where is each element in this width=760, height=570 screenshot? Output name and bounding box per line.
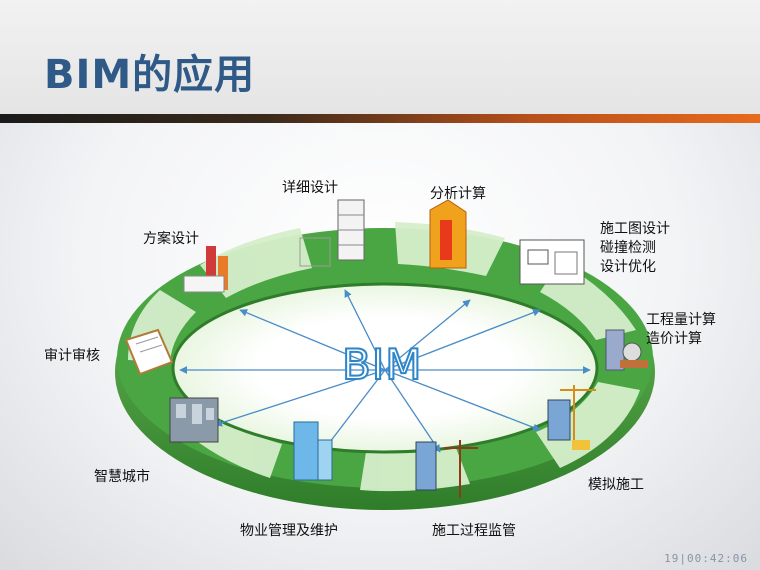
title-divider — [0, 114, 760, 123]
stage-label-simulation: 模拟施工 — [588, 477, 644, 493]
stage-label-clash-detection: 碰撞检测 — [600, 240, 656, 256]
simulation-construction-icon — [547, 385, 596, 450]
stage-label-cost-calc: 造价计算 — [646, 331, 702, 347]
detailed-design-building-icon — [299, 199, 365, 267]
slide-footer: 19|00:42:06 — [664, 552, 748, 565]
analysis-building-icon — [429, 199, 467, 269]
stage-label-smart-city: 智慧城市 — [94, 469, 150, 485]
title-band — [0, 0, 760, 118]
construction-drawing-icon — [519, 239, 585, 285]
stage-label-audit: 审计审核 — [44, 348, 100, 364]
smart-city-icon — [169, 397, 219, 443]
audit-document-icon — [124, 328, 174, 376]
stage-label-analysis: 分析计算 — [430, 186, 486, 202]
stage-label-detailed-design: 详细设计 — [282, 180, 338, 196]
quantity-calc-icon — [605, 329, 648, 371]
bim-center-label: BIM — [341, 339, 423, 390]
stage-label-construction-drawing: 施工图设计 — [600, 221, 670, 237]
stage-label-quantity-calc: 工程量计算 — [646, 312, 716, 328]
construction-monitoring-icon — [415, 440, 478, 498]
stage-label-quantity-group: 工程量计算 造价计算 — [646, 311, 716, 349]
stage-label-facility-management: 物业管理及维护 — [240, 523, 338, 539]
facility-management-icon — [293, 421, 333, 481]
slide-title: BIM的应用 — [44, 52, 256, 98]
scheme-design-icon — [183, 246, 228, 293]
stage-label-design-optimization: 设计优化 — [600, 259, 656, 275]
stage-label-monitoring: 施工过程监管 — [432, 523, 516, 539]
stage-label-drawing-group: 施工图设计 碰撞检测 设计优化 — [600, 220, 670, 277]
spokes — [179, 289, 591, 456]
stage-label-scheme-design: 方案设计 — [143, 231, 199, 247]
